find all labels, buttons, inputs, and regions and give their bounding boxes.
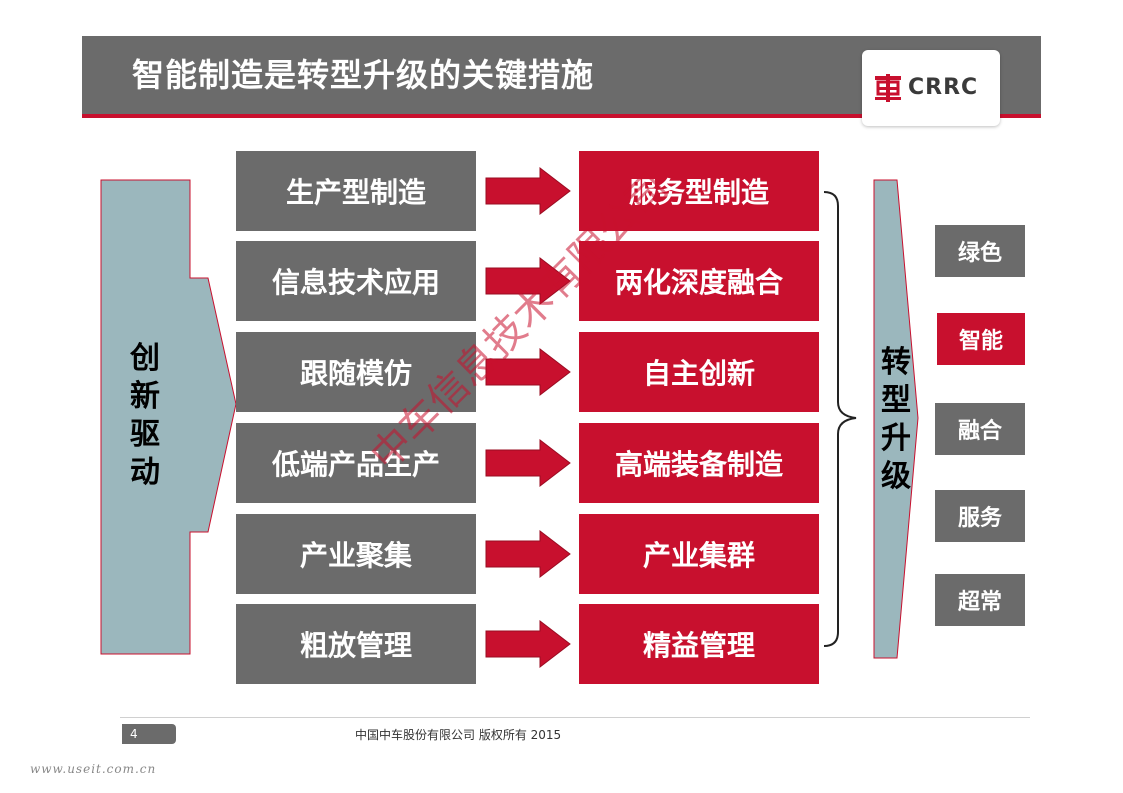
- right-arrow-icon: [485, 619, 571, 669]
- right-arrow-icon: [485, 166, 571, 216]
- innovation-driven-arrow: [100, 179, 237, 655]
- tag-intelligent: 智能: [937, 313, 1025, 365]
- transformation-label: 转型升级: [881, 345, 911, 494]
- tag-integration: 融合: [935, 403, 1025, 455]
- from-item: 信息技术应用: [236, 241, 476, 321]
- site-watermark: www.useit.com.cn: [30, 762, 157, 776]
- to-item: 两化深度融合: [579, 241, 819, 321]
- right-arrow-icon: [485, 438, 571, 488]
- right-arrow-icon: [485, 529, 571, 579]
- page-number: 4: [122, 724, 176, 744]
- tag-service: 服务: [935, 490, 1025, 542]
- title-underline: [82, 114, 1041, 118]
- crrc-emblem-icon: [875, 74, 901, 102]
- from-item: 跟随模仿: [236, 332, 476, 412]
- transformation-shape: [873, 179, 919, 659]
- copyright: 中国中车股份有限公司 版权所有 2015: [355, 728, 562, 742]
- right-brace: [823, 191, 857, 647]
- innovation-driven-label: 创新驱动: [130, 341, 160, 490]
- footer-divider: [120, 717, 1030, 718]
- to-item: 自主创新: [579, 332, 819, 412]
- tag-green: 绿色: [935, 225, 1025, 277]
- tag-extraordinary: 超常: [935, 574, 1025, 626]
- from-item: 低端产品生产: [236, 423, 476, 503]
- to-item: 高端装备制造: [579, 423, 819, 503]
- from-item: 生产型制造: [236, 151, 476, 231]
- right-arrow-icon: [485, 347, 571, 397]
- from-item: 粗放管理: [236, 604, 476, 684]
- from-item: 产业聚集: [236, 514, 476, 594]
- to-item: 精益管理: [579, 604, 819, 684]
- logo-text: CRRC: [908, 75, 979, 100]
- to-item: 服务型制造: [579, 151, 819, 231]
- page-title: 智能制造是转型升级的关键措施: [132, 56, 595, 94]
- to-item: 产业集群: [579, 514, 819, 594]
- right-arrow-icon: [485, 256, 571, 306]
